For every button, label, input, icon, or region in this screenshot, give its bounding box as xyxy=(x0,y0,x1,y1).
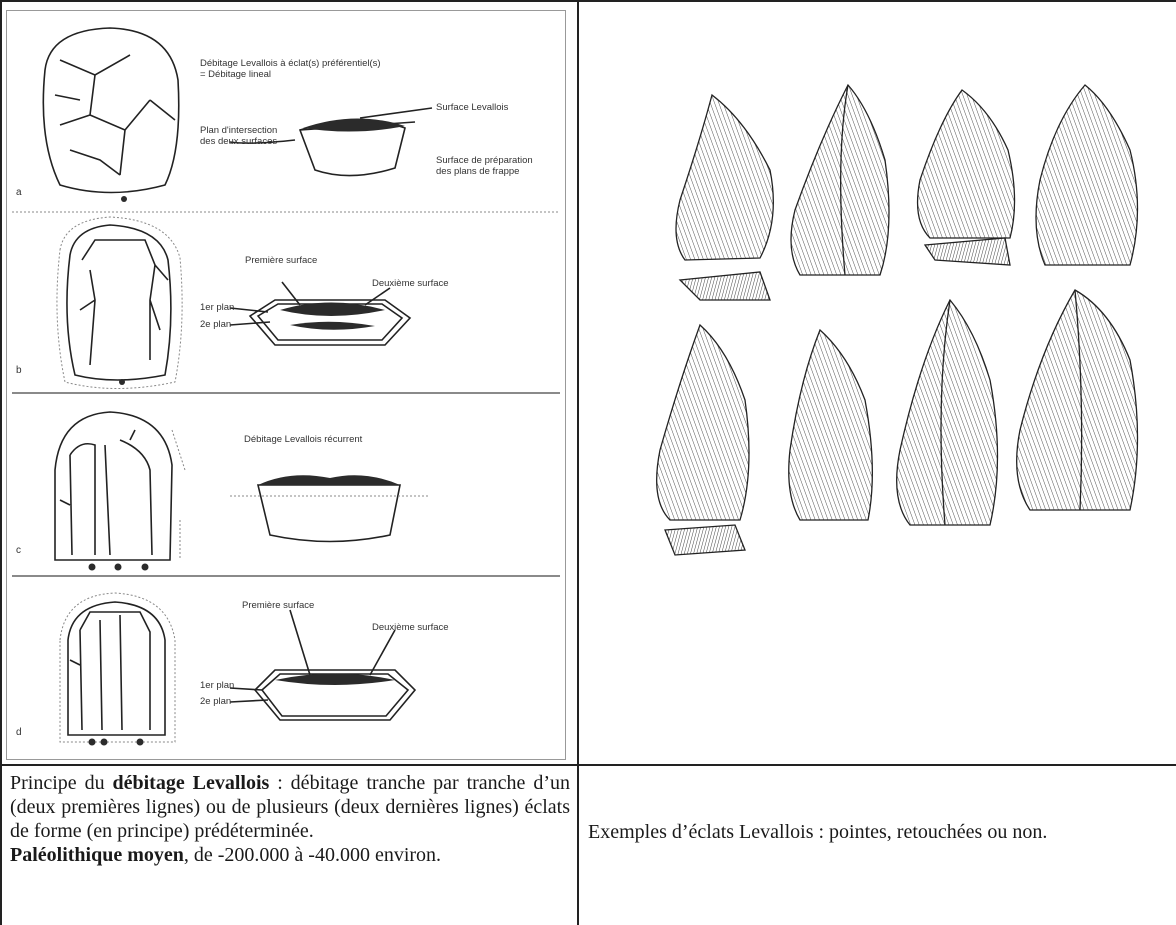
point-3 xyxy=(918,90,1015,238)
caption-left-bold: débitage Levallois xyxy=(112,772,269,794)
left-caption: Principe du débitage Levallois : débitag… xyxy=(10,771,570,867)
point-2 xyxy=(791,85,889,275)
point-6 xyxy=(789,330,873,520)
caption-right-text: Exemples d’éclats Levallois : pointes, r… xyxy=(588,821,1047,843)
caption-period-post: , de -200.000 à -40.000 environ. xyxy=(184,844,441,866)
point-1 xyxy=(676,95,773,260)
right-caption: Exemples d’éclats Levallois : pointes, r… xyxy=(588,820,1168,844)
table-middle-rule xyxy=(0,764,1176,766)
point-4 xyxy=(1036,85,1138,265)
levallois-points-illustration xyxy=(0,0,1176,764)
caption-left-pre: Principe du xyxy=(10,772,112,794)
left-caption-paragraph: Principe du débitage Levallois : débitag… xyxy=(10,771,570,843)
point-5 xyxy=(657,325,749,520)
left-caption-period: Paléolithique moyen, de -200.000 à -40.0… xyxy=(10,843,570,867)
point-7 xyxy=(897,300,998,525)
caption-period-bold: Paléolithique moyen xyxy=(10,844,184,866)
